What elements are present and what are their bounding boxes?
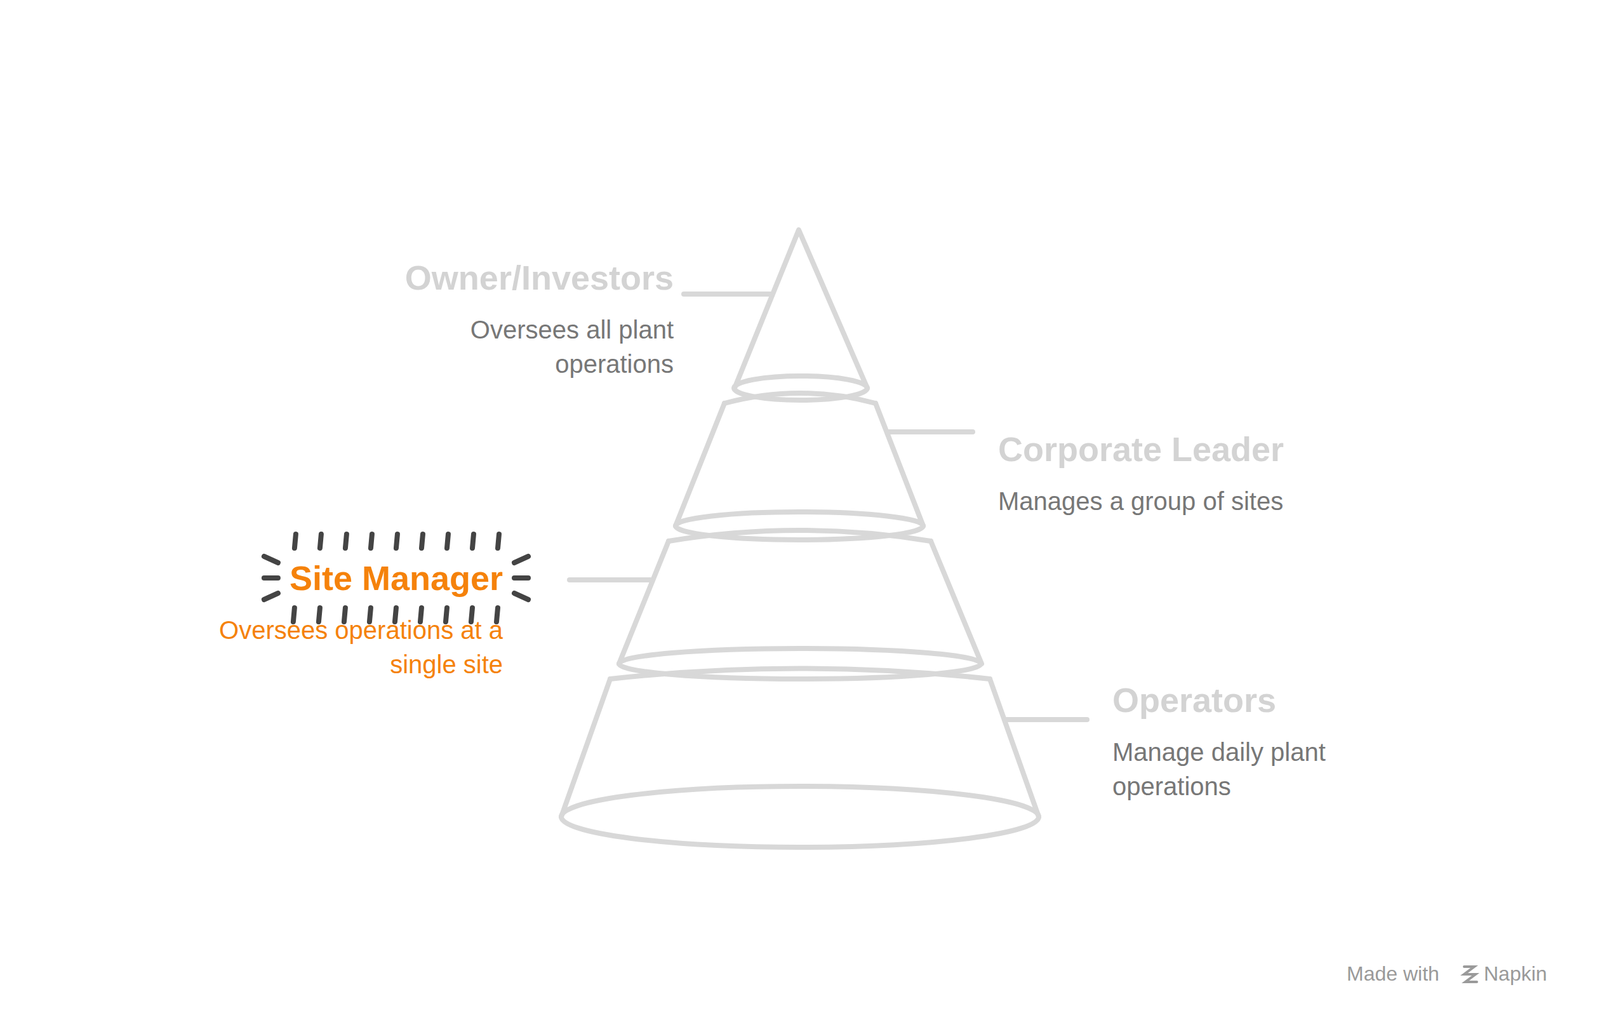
highlight-burst	[264, 533, 529, 622]
burst-dash	[472, 533, 474, 548]
burst-dash	[294, 533, 296, 548]
tier-label: OperatorsManage daily plant operations	[1112, 678, 1557, 804]
burst-dash	[320, 533, 322, 548]
tier-heading: Site Manager	[289, 556, 503, 599]
tier-bottom	[561, 668, 1039, 848]
burst-dash	[421, 533, 423, 548]
burst-dash	[514, 575, 529, 581]
cone-rim	[668, 530, 931, 541]
cone-rim	[610, 668, 990, 680]
tier-description: Oversees all plant operations	[406, 312, 674, 381]
tier-description: Manages a group of sites	[998, 483, 1380, 519]
tier-heading: Corporate Leader	[998, 427, 1284, 470]
burst-dash	[497, 533, 500, 548]
burst-dash	[514, 556, 529, 563]
leader-line	[569, 577, 651, 583]
watermark: Made with	[1346, 961, 1440, 986]
burst-dash	[264, 556, 279, 563]
tier-description: Manage daily plant operations	[1112, 734, 1405, 804]
burst-dash	[264, 593, 279, 600]
logo-mark	[1464, 966, 1477, 982]
cone-base	[561, 786, 1039, 847]
leader-line	[887, 429, 973, 435]
highlighted-tier-label: Site ManagerOversees operations at a sin…	[58, 556, 503, 682]
tier-second	[675, 393, 924, 540]
tier-heading: Operators	[1112, 678, 1277, 721]
burst-dash	[264, 575, 279, 581]
burst-dash	[396, 533, 398, 548]
napkin-logo	[1464, 966, 1477, 982]
tier-label: Corporate LeaderManages a group of sites	[998, 427, 1443, 519]
burst-dash	[370, 533, 373, 548]
tier-heading: Owner/Investors	[405, 256, 674, 299]
tier-description: Oversees operations at a single site	[147, 612, 503, 682]
burst-dash	[345, 533, 347, 548]
cone-side	[734, 229, 868, 388]
burst-dash	[446, 533, 449, 548]
cone-rim	[724, 393, 876, 404]
leader-line	[1005, 716, 1087, 722]
cone-side	[675, 403, 924, 526]
watermark: Napkin	[1483, 961, 1548, 986]
leader-line	[683, 291, 771, 297]
tier-top	[733, 229, 868, 400]
tier-label: Owner/InvestorsOversees all plant operat…	[229, 256, 674, 381]
tier-third	[619, 530, 982, 679]
cone-side	[619, 540, 982, 664]
burst-dash	[514, 593, 529, 600]
